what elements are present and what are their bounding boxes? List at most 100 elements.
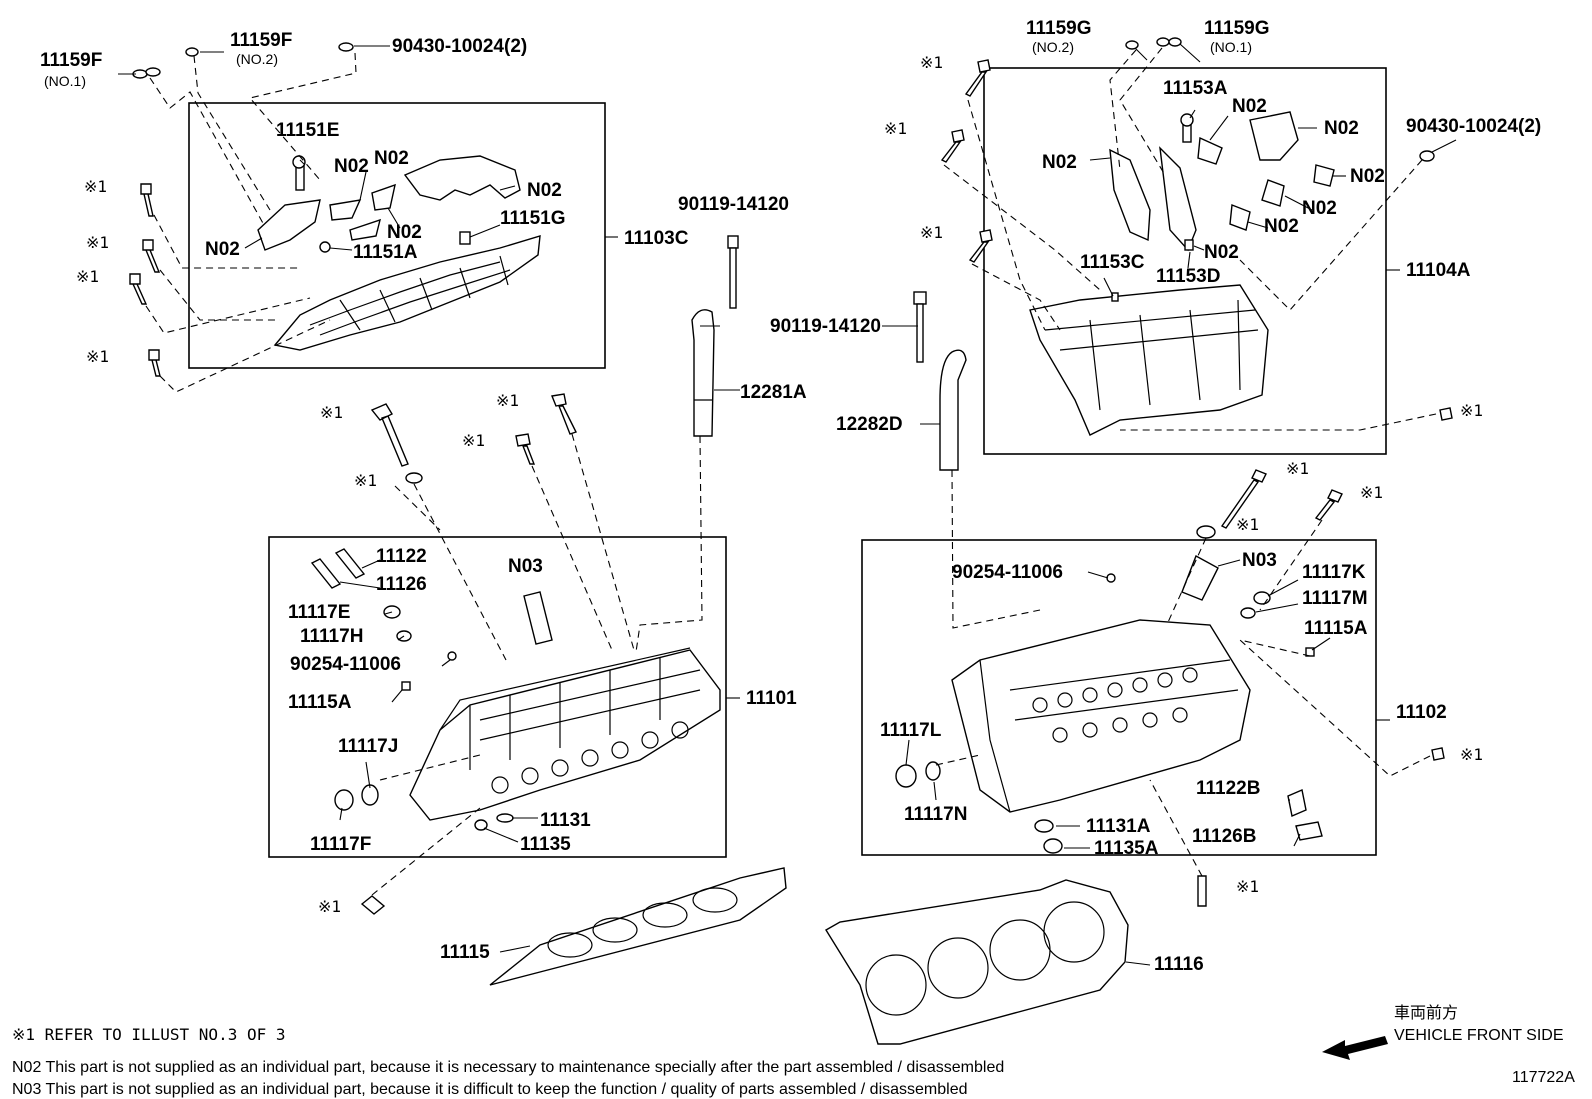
label-90119-left: 90119-14120	[678, 194, 789, 215]
label-n02-j: N02	[1302, 198, 1337, 219]
label-11153d: 11153D	[1156, 266, 1220, 287]
label-11116: 11116	[1154, 954, 1204, 975]
bolts-right-top	[940, 37, 1453, 421]
label-n02-l: N02	[1204, 242, 1239, 263]
ref-mark: ※1	[84, 177, 107, 196]
n02-note: N02 This part is not supplied as an indi…	[12, 1059, 1004, 1076]
ref-mark: ※1	[1286, 459, 1309, 478]
label-11159f-no2-sub: (NO.2)	[236, 51, 278, 67]
label-90254-left: 90254-11006	[290, 654, 401, 675]
ref-mark: ※1	[496, 391, 519, 410]
label-11159g-no1: 11159G	[1204, 18, 1270, 39]
head-gasket-11115	[489, 867, 787, 986]
label-11115: 11115	[440, 942, 490, 963]
label-90430-right: 90430-10024(2)	[1406, 116, 1541, 137]
camshaft-housing-right-drawing	[1029, 111, 1335, 436]
label-11117l: 11117L	[880, 720, 942, 741]
label-n02-k: N02	[1264, 216, 1299, 237]
label-11103c: 11103C	[624, 228, 689, 249]
direction-en: VEHICLE FRONT SIDE	[1394, 1027, 1564, 1044]
label-12282d: 12282D	[836, 414, 903, 435]
n03-note: N03 This part is not supplied as an indi…	[12, 1081, 968, 1098]
ref-mark: ※1	[318, 897, 341, 916]
ref-mark: ※1	[1460, 401, 1483, 420]
label-11117e: 11117E	[288, 602, 350, 623]
label-11115a-left: 11115A	[288, 692, 352, 713]
ref-mark: ※1	[462, 431, 485, 450]
label-11131a: 11131A	[1086, 816, 1151, 837]
label-11117j: 11117J	[338, 736, 398, 757]
ref-mark: ※1	[1236, 877, 1259, 896]
ref-mark: ※1	[320, 403, 343, 422]
ref-mark: ※1	[76, 267, 99, 286]
head-bolts-right	[1106, 469, 1445, 761]
label-11151g: 11151G	[500, 208, 566, 229]
label-n02-b: N02	[374, 148, 409, 169]
label-n03-right: N03	[1242, 550, 1277, 571]
camshaft-bearing-cap-12282d	[913, 291, 967, 471]
illustration-id: 117722A	[1512, 1069, 1575, 1086]
label-11135a: 11135A	[1094, 838, 1159, 859]
label-11153c: 11153C	[1080, 252, 1145, 273]
washers-11159f	[132, 42, 354, 79]
ref-mark: ※1	[884, 119, 907, 138]
label-90254-right: 90254-11006	[952, 562, 1063, 583]
label-11153a: 11153A	[1163, 78, 1228, 99]
box-11103c	[188, 102, 606, 369]
label-11159g-no1-sub: (NO.1)	[1210, 39, 1252, 55]
ref-mark: ※1	[920, 53, 943, 72]
label-12281a: 12281A	[740, 382, 807, 403]
box-11104a	[983, 67, 1387, 455]
label-11122b: 11122B	[1196, 778, 1260, 799]
direction-jp: 車両前方	[1394, 1004, 1458, 1022]
label-11159f-no1: 11159F	[40, 50, 102, 71]
ref-mark: ※1	[86, 347, 109, 366]
ref-mark: ※1	[86, 233, 109, 252]
small-parts-right	[895, 761, 1323, 907]
label-11159f-no1-sub: (NO.1)	[44, 73, 86, 89]
label-11115a-right: 11115A	[1304, 618, 1368, 639]
label-n02-h: N02	[1042, 152, 1077, 173]
label-n03-left: N03	[508, 556, 543, 577]
label-90119-right: 90119-14120	[770, 316, 881, 337]
cylinder-head-left-drawing	[409, 647, 721, 821]
label-11159f-no2: 11159F	[230, 30, 292, 51]
label-11126: 11126	[376, 574, 427, 595]
label-n02-g: N02	[1324, 118, 1359, 139]
ref-mark: ※1	[354, 471, 377, 490]
ref-mark: ※1	[1360, 483, 1383, 502]
label-n02-f: N02	[1232, 96, 1267, 117]
label-11102: 11102	[1396, 702, 1447, 723]
camshaft-housing-left-drawing	[257, 155, 541, 351]
camshaft-bearing-cap-12281a	[691, 235, 739, 437]
label-11151a: 11151A	[353, 242, 418, 263]
label-n02-d: N02	[387, 222, 422, 243]
ref-mark: ※1	[920, 223, 943, 242]
label-11151e: 11151E	[276, 120, 339, 141]
ref-mark: ※1	[1460, 745, 1483, 764]
label-11122: 11122	[376, 546, 427, 567]
label-11135: 11135	[520, 834, 571, 855]
box-11102	[861, 539, 1377, 856]
label-11117k: 11117K	[1302, 562, 1366, 583]
label-11126b: 11126B	[1192, 826, 1256, 847]
head-gasket-11116	[825, 879, 1129, 1045]
label-11101: 11101	[746, 688, 797, 709]
head-bolts-left	[370, 393, 577, 484]
label-11159g-no2: 11159G	[1026, 18, 1092, 39]
cylinder-head-right-drawing	[951, 619, 1251, 813]
label-11117n: 11117N	[904, 804, 967, 825]
label-11117f: 11117F	[310, 834, 371, 855]
label-n02-e: N02	[205, 239, 240, 260]
label-11131: 11131	[540, 810, 591, 831]
label-n02-c: N02	[527, 180, 562, 201]
label-11159g-no2-sub: (NO.2)	[1032, 39, 1074, 55]
label-11117h: 11117H	[300, 626, 363, 647]
ref-note: ※1 REFER TO ILLUST NO.3 OF 3	[12, 1025, 286, 1044]
leader-lines	[118, 43, 1457, 966]
label-11104a: 11104A	[1406, 260, 1471, 281]
label-n02-i: N02	[1350, 166, 1385, 187]
bolts-left-top	[129, 183, 161, 377]
label-11117m: 11117M	[1302, 588, 1368, 609]
